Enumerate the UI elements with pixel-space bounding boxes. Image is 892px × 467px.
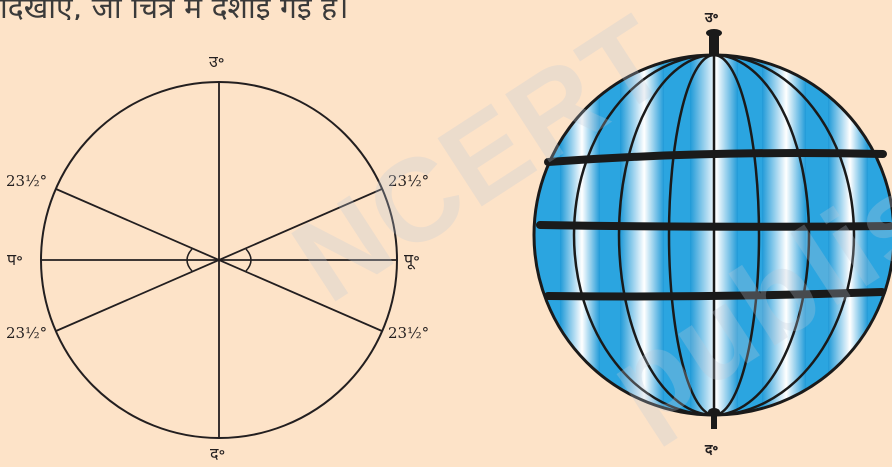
band-bottom: [544, 288, 886, 301]
striped-globe: [532, 29, 892, 429]
west-label: प॰: [7, 250, 23, 269]
angle-arc-left: [186, 248, 193, 272]
angle-arc-right: [245, 248, 252, 272]
globe-south-label: द॰: [705, 442, 719, 458]
page-top-text: दिखाएँ, जो चित्र में दर्शाई गई हैं।: [0, 0, 349, 20]
south-label: द॰: [210, 444, 226, 463]
band-middle: [536, 221, 892, 231]
north-label: उ॰: [209, 52, 225, 71]
east-label: पू॰: [404, 250, 420, 269]
band-top: [544, 149, 887, 166]
tilt-line-descending: [55, 188, 383, 332]
angle-label-bottom-left: 23½°: [6, 324, 48, 342]
angle-label-top-right: 23½°: [388, 172, 430, 190]
angle-diagram: [40, 81, 398, 439]
angle-label-bottom-right: 23½°: [388, 324, 430, 342]
globe-north-label: उ॰: [705, 10, 719, 26]
angle-label-top-left: 23½°: [6, 172, 48, 190]
